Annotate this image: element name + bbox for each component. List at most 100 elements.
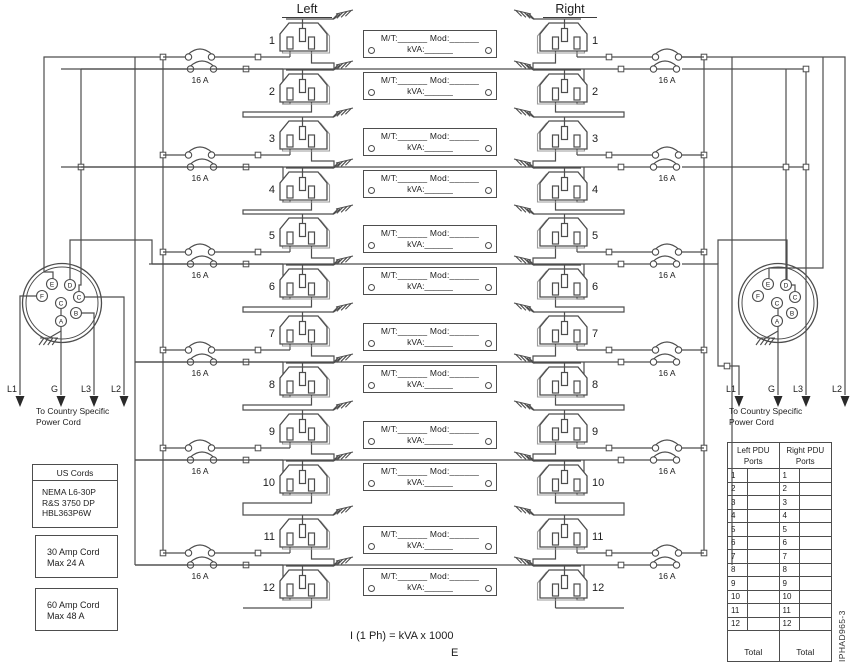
outlet-label-plate: M/T:______ Mod:______kVA:______: [363, 463, 497, 491]
plate-kva-line: kVA:______: [407, 86, 453, 96]
cord-box-line1: 30 Amp Cord: [47, 547, 100, 557]
svg-text:6: 6: [592, 281, 598, 293]
plate-hole-right: [485, 187, 492, 194]
port-value-cell: [748, 591, 779, 604]
svg-text:7: 7: [269, 328, 275, 340]
plate-mt-mod-line: M/T:______ Mod:______: [380, 571, 480, 581]
svg-text:G: G: [51, 384, 58, 394]
pair-wiring-right-5: [532, 440, 625, 516]
svg-text:L2: L2: [832, 384, 842, 394]
port-value-cell: [800, 469, 832, 482]
svg-text:10: 10: [263, 477, 275, 489]
ports-table-row: 10: [728, 590, 779, 604]
ports-table-row: 4: [779, 509, 832, 523]
plate-mt-mod-line: M/T:______ Mod:______: [380, 529, 480, 539]
outlet-left-6: 6: [269, 255, 354, 300]
port-number-cell: 7: [780, 550, 800, 563]
svg-text:F: F: [756, 293, 760, 300]
plate-hole-right: [485, 382, 492, 389]
outlet-right-10: 10: [513, 451, 604, 496]
plate-hole-left: [368, 543, 375, 550]
svg-text:E: E: [766, 281, 771, 288]
cord-30amp-box: 30 Amp Cord Max 24 A: [35, 535, 118, 578]
plate-hole-right: [485, 480, 492, 487]
outlet-label-plate: M/T:______ Mod:______kVA:______: [363, 128, 497, 156]
plate-hole-right: [485, 284, 492, 291]
formula-denominator: E: [451, 647, 459, 659]
port-value-cell: [800, 618, 832, 631]
breaker-left-3: 16 A: [152, 243, 290, 280]
outlet-left-4: 4: [269, 158, 354, 203]
breaker-right-3: 16 A: [149, 243, 704, 280]
port-value-cell: [748, 510, 779, 523]
ports-table-row: 5: [728, 523, 779, 537]
us-cords-title: US Cords: [33, 465, 117, 481]
plate-mt-mod-line: M/T:______ Mod:______: [380, 326, 480, 336]
svg-text:5: 5: [592, 230, 598, 242]
outlet-right-2: 2: [513, 60, 598, 105]
port-value-cell: [800, 604, 832, 617]
ports-table-row: 7: [728, 550, 779, 564]
plate-hole-right: [485, 543, 492, 550]
port-value-cell: [800, 510, 832, 523]
right-cord-note: To Country Specific Power Cord: [729, 406, 849, 427]
port-number-cell: 1: [728, 469, 748, 482]
svg-text:16 A: 16 A: [658, 75, 675, 85]
outlet-right-12: 12: [513, 556, 604, 601]
plate-kva-line: kVA:______: [407, 281, 453, 291]
port-value-cell: [800, 577, 832, 590]
breaker-right-4: 16 A: [135, 341, 704, 378]
port-number-cell: 3: [728, 496, 748, 509]
svg-text:9: 9: [592, 426, 598, 438]
plate-hole-left: [368, 284, 375, 291]
plate-mt-mod-line: M/T:______ Mod:______: [380, 368, 480, 378]
plate-kva-line: kVA:______: [407, 540, 453, 550]
plate-mt-mod-line: M/T:______ Mod:______: [380, 424, 480, 434]
port-value-cell: [748, 618, 779, 631]
port-value-cell: [748, 577, 779, 590]
plate-mt-mod-line: M/T:______ Mod:______: [380, 131, 480, 141]
outlet-left-11: 11: [264, 505, 354, 550]
plate-mt-mod-line: M/T:______ Mod:______: [380, 33, 480, 43]
breaker-right-5: 16 A: [135, 439, 704, 476]
cord-note-line1: To Country Specific: [729, 406, 803, 416]
formula-numerator: I (1 Ph) = kVA x 1000: [350, 630, 454, 642]
ports-table-row: 12: [728, 617, 779, 631]
breaker-right-6: 16 A: [135, 544, 704, 581]
us-cords-line: R&S 3750 DP: [42, 497, 95, 508]
port-number-cell: 3: [780, 496, 800, 509]
plate-kva-line: kVA:______: [407, 337, 453, 347]
plate-hole-right: [485, 438, 492, 445]
plate-hole-right: [485, 242, 492, 249]
svg-text:A: A: [59, 318, 64, 325]
svg-text:16 A: 16 A: [191, 466, 208, 476]
plate-hole-right: [485, 340, 492, 347]
ports-table-row: 7: [779, 550, 831, 564]
port-value-cell: [748, 523, 779, 536]
plate-hole-right: [485, 585, 492, 592]
ports-table-row: 2: [779, 482, 832, 496]
svg-text:L2: L2: [111, 384, 121, 394]
ports-table-row: 10: [779, 590, 831, 604]
outlet-right-11: 11: [513, 505, 603, 550]
port-value-cell: [800, 483, 832, 496]
port-value-cell: [748, 564, 779, 577]
plate-hole-right: [485, 47, 492, 54]
plate-mt-mod-line: M/T:______ Mod:______: [380, 75, 480, 85]
ports-table-row: 9: [779, 577, 832, 591]
port-number-cell: 2: [780, 482, 800, 495]
plate-kva-line: kVA:______: [407, 582, 453, 592]
outlet-right-8: 8: [513, 353, 598, 398]
svg-text:2: 2: [269, 86, 275, 98]
port-number-cell: 4: [780, 509, 800, 522]
breaker-left-4: 16 A: [135, 341, 290, 378]
ports-table-row: 11: [728, 604, 779, 618]
plate-hole-left: [368, 187, 375, 194]
